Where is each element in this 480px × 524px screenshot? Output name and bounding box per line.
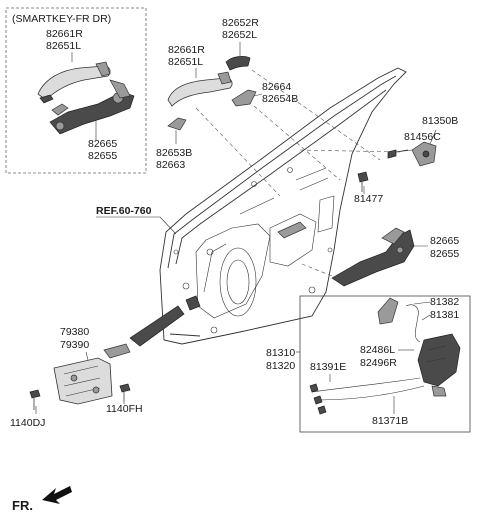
bolt-1140DJ [29,389,41,410]
latch-rod-upper [311,377,421,393]
label-82652R: 82652R [222,17,259,29]
handle-gasket-front [167,117,187,131]
ref-label: REF.60-760 [96,205,152,217]
front-arrow-icon [42,486,72,504]
label-82665-box: 82665 [88,138,117,150]
striker-bolt [387,149,409,159]
smartkey-sensor-icon [39,94,54,104]
bolt-81477 [357,171,369,192]
smartkey-box [5,7,147,174]
label-81381: 81381 [430,309,459,321]
label-81456C: 81456C [404,131,441,143]
label-82661R: 82661R [168,44,205,56]
door-latch-actuator [417,333,461,387]
label-82496R: 82496R [360,357,397,369]
label-81382: 81382 [430,296,459,308]
label-82651L-box: 82651L [46,40,81,52]
label-81320: 81320 [266,360,295,372]
inside-handle-bracket [331,229,415,287]
smartkey-outside-handle [37,65,111,101]
label-79380: 79380 [60,326,89,338]
handle-cover-cap [225,56,251,71]
checker-arm [103,343,131,359]
label-81350B: 81350B [422,115,458,127]
label-79390: 79390 [60,339,89,351]
label-82652L: 82652L [222,29,257,41]
latch-rod-lower [317,385,425,401]
label-81371B: 81371B [372,415,408,427]
label-82661R-box: 82661R [46,28,83,40]
door-checker [53,357,113,405]
label-82655: 82655 [430,248,459,260]
label-82653B: 82653B [156,147,192,159]
handle-gasket-rear [231,89,257,107]
label-1140FH: 1140FH [106,403,143,415]
label-81310: 81310 [266,347,295,359]
smartkey-box-title: (SMARTKEY-FR DR) [12,13,111,25]
bolt-1140FH [119,383,131,402]
latch-cover [377,297,399,325]
label-1140DJ: 1140DJ [10,417,45,429]
latch-assembly-box [299,295,471,433]
door-inner-panel [159,67,407,345]
outside-handle [167,77,233,107]
label-81391E: 81391E [310,361,346,373]
label-82665: 82665 [430,235,459,247]
label-82655-box: 82655 [88,150,117,162]
label-82663: 82663 [156,159,185,171]
label-82486L: 82486L [360,344,395,356]
smartkey-handle-bracket [49,91,135,135]
assembly-arrow [129,305,185,347]
actuator-cable [405,304,421,343]
label-82651L: 82651L [168,56,203,68]
label-81477: 81477 [354,193,383,205]
front-indicator-label: FR. [12,498,33,513]
